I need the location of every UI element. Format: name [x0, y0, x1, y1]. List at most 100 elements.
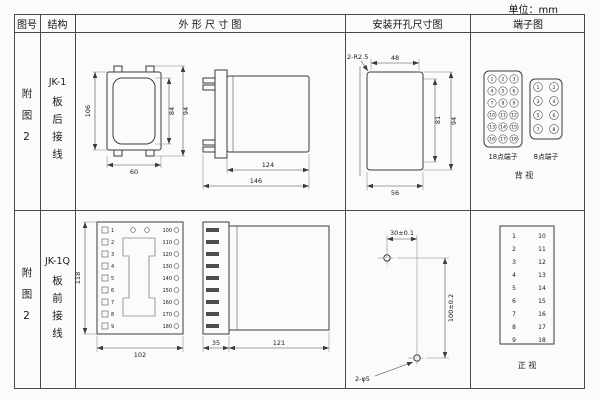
front-left-6: 6 — [111, 288, 114, 294]
tt-l-2: 2 — [512, 246, 516, 253]
table-border — [14, 14, 585, 389]
dim-bottom-width: 56 — [391, 189, 399, 197]
relay-flange-rect — [214, 69, 228, 159]
t18-3: 3 — [513, 77, 516, 83]
header-structure: 结构 — [47, 19, 68, 31]
dim-body-depth: 121 — [273, 339, 285, 347]
header-mounting: 安装开孔尺寸图 — [372, 19, 443, 31]
front-left-8: 8 — [111, 312, 114, 318]
t18-18: 18 — [511, 137, 517, 143]
grid-hline-row — [14, 210, 585, 211]
row2-structure-cell: JK-1Q 板前接线 — [40, 210, 75, 390]
t18-10: 10 — [489, 113, 495, 119]
dim-front-height: 118 — [74, 272, 82, 284]
row1-fig-no: 附图2 — [20, 88, 33, 154]
t8-3: 3 — [537, 99, 540, 105]
dim-inner-height: 81 — [434, 116, 442, 124]
label-18-point: 18点端子 — [488, 152, 517, 161]
inner-detail-outline — [122, 237, 156, 317]
t18-17: 17 — [500, 137, 506, 143]
t18-16: 16 — [489, 137, 495, 143]
front-left-3: 3 — [111, 252, 114, 258]
row2-wiring: 板前接线 — [51, 274, 63, 345]
header-fig-no: 图号 — [17, 19, 37, 31]
terminal-block-8: 1 2 3 4 5 6 7 8 — [529, 78, 563, 140]
tt-l-8: 8 — [512, 324, 516, 331]
header-outline: 外 形 尺 寸 图 — [178, 19, 242, 31]
unit-label: 单位：mm — [508, 5, 558, 16]
grid-vline-1 — [40, 14, 41, 389]
t18-4: 4 — [491, 89, 494, 95]
row1-mounting-drawing: 2-R2.5 48 81 94 56 — [347, 53, 458, 197]
dim-front-outer-height: 94 — [182, 107, 190, 115]
front-right-5: 140 — [162, 276, 172, 282]
relay-frame-rect — [96, 221, 184, 335]
t18-13: 13 — [489, 125, 495, 131]
t8-1: 1 — [537, 85, 540, 91]
t18-14: 14 — [500, 125, 506, 131]
front-right-3: 120 — [162, 252, 172, 258]
front-left-4: 4 — [111, 264, 114, 270]
relay-case-rect — [106, 71, 162, 151]
front-right-1: 100 — [162, 228, 172, 234]
dim-hole-spacing-v: 100±0.2 — [447, 294, 455, 322]
front-right-7: 160 — [162, 300, 172, 306]
tt-r-8: 17 — [538, 324, 546, 331]
dim-front-inner-height: 84 — [168, 107, 176, 115]
front-right-2: 110 — [162, 240, 172, 246]
t18-6: 6 — [513, 89, 516, 95]
tt-l-1: 1 — [512, 233, 516, 240]
grid-vline-4 — [470, 14, 471, 389]
row2-model: JK-1Q — [45, 255, 70, 267]
relay-front-view — [106, 65, 162, 157]
row1-outline-drawing: 106 84 94 60 124 — [84, 65, 310, 189]
front-right-6: 150 — [162, 288, 172, 294]
tt-r-7: 16 — [538, 311, 546, 318]
tt-r-1: 10 — [538, 233, 546, 240]
front-left-2: 2 — [111, 240, 114, 246]
grid-vline-3 — [345, 14, 346, 389]
tt-r-2: 11 — [538, 246, 546, 253]
tt-r-4: 13 — [538, 272, 546, 279]
relay-front-view: 1 2 3 4 5 6 7 8 9 100 110 120 130 140 15… — [96, 221, 184, 335]
row2-fig-no: 附图2 — [20, 267, 33, 333]
tt-l-4: 4 — [512, 272, 516, 279]
relay-body-rect — [226, 75, 310, 153]
rear-view-label: 背 视 — [515, 170, 534, 180]
dim-side-body-depth: 124 — [262, 161, 274, 169]
relay-cover-rect — [112, 77, 156, 145]
t18-9: 9 — [513, 101, 516, 107]
mounting-holes — [378, 249, 426, 367]
t18-11: 11 — [500, 113, 506, 119]
row1-wiring: 板后接线 — [51, 95, 63, 166]
t18-7: 7 — [491, 101, 494, 107]
label-8-point: 8点端子 — [534, 152, 559, 161]
front-left-9: 9 — [111, 324, 114, 330]
side-view-dimensions: 35 121 — [202, 332, 330, 352]
dim-side-total-depth: 146 — [250, 177, 262, 185]
dim-outer-height: 94 — [450, 117, 458, 125]
dim-front-width: 60 — [130, 168, 138, 176]
t8-4: 4 — [553, 99, 556, 105]
dim-strip-depth: 35 — [212, 339, 220, 347]
front-left-7: 7 — [111, 300, 114, 306]
row2-mounting-drawing: 30±0.1 100±0.2 2-φ5 — [355, 229, 455, 383]
dim-front-width: 102 — [134, 351, 146, 359]
t18-1: 1 — [491, 77, 494, 83]
t8-7: 7 — [537, 127, 540, 133]
tt-l-3: 3 — [512, 259, 516, 266]
front-right-8: 170 — [162, 312, 172, 318]
dim-hole-spacing-h: 30±0.1 — [390, 229, 414, 237]
grid-vline-2 — [75, 14, 76, 389]
t8-2: 2 — [553, 85, 556, 91]
relay-side-view — [202, 69, 310, 159]
tt-r-5: 14 — [538, 285, 546, 292]
t18-12: 12 — [511, 113, 517, 119]
row1-terminal-diagram: 1 2 3 4 5 6 7 8 9 10 11 12 13 14 15 16 1… — [483, 70, 563, 180]
terminal-block-18: 1 2 3 4 5 6 7 8 9 10 11 12 13 14 15 16 1… — [483, 70, 523, 148]
header-terminal: 端子图 — [513, 19, 543, 31]
tt-r-6: 15 — [538, 298, 546, 305]
